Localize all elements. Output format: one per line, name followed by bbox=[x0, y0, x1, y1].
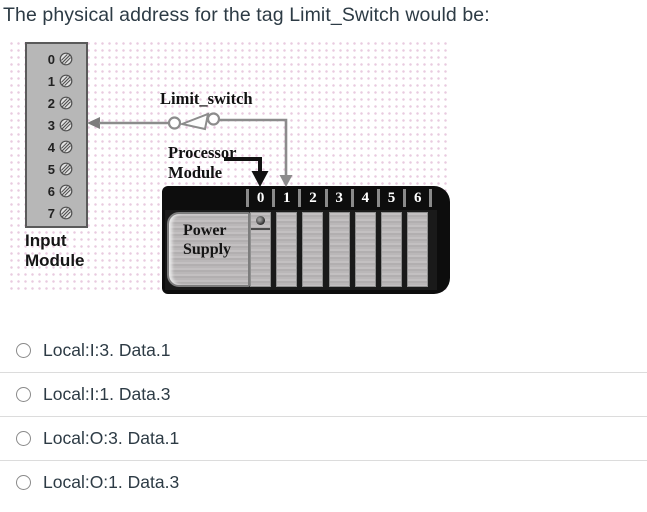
answer-options: Local:I:3. Data.1 Local:I:1. Data.3 Loca… bbox=[0, 329, 647, 504]
chassis-body: Power Supply bbox=[165, 210, 437, 290]
arrow-left-icon bbox=[87, 117, 100, 129]
question-title: The physical address for the tag Limit_S… bbox=[3, 4, 490, 26]
module-slot bbox=[328, 212, 350, 287]
option-label[interactable]: Local:O:3. Data.1 bbox=[43, 428, 180, 448]
plc-address-diagram: 0 1 2 bbox=[8, 40, 450, 294]
slot-number: 0 bbox=[249, 189, 276, 207]
answer-option[interactable]: Local:I:3. Data.1 bbox=[0, 329, 647, 373]
terminal-number: 6 bbox=[47, 183, 55, 199]
input-module-label: Input Module bbox=[25, 231, 85, 271]
terminal-list: 0 1 2 bbox=[27, 48, 86, 224]
screw-terminal-icon bbox=[59, 162, 73, 176]
radio-button[interactable] bbox=[16, 387, 31, 402]
power-supply-label-line2: Supply bbox=[183, 241, 232, 258]
input-module: 0 1 2 bbox=[25, 42, 88, 228]
terminal-row: 5 bbox=[27, 158, 86, 180]
terminal-row: 3 bbox=[27, 114, 86, 136]
limit-switch-symbol bbox=[167, 112, 221, 131]
answer-option[interactable]: Local:O:3. Data.1 bbox=[0, 417, 647, 461]
module-slot bbox=[276, 212, 298, 287]
screw-terminal-icon bbox=[59, 184, 73, 198]
terminal-row: 1 bbox=[27, 70, 86, 92]
limit-switch-label: Limit_switch bbox=[160, 89, 253, 108]
terminal-number: 1 bbox=[47, 73, 55, 89]
terminal-number: 0 bbox=[47, 51, 55, 67]
module-slot bbox=[302, 212, 324, 287]
keyswitch-icon bbox=[256, 216, 265, 225]
module-slot bbox=[380, 212, 402, 287]
terminal-row: 7 bbox=[27, 202, 86, 224]
processor-module-label: Processor Module bbox=[168, 143, 236, 183]
option-label[interactable]: Local:I:1. Data.3 bbox=[43, 384, 171, 404]
slot-number: 4 bbox=[354, 189, 380, 207]
radio-button[interactable] bbox=[16, 475, 31, 490]
processor-label-line2: Module bbox=[168, 163, 223, 182]
option-label[interactable]: Local:O:1. Data.3 bbox=[43, 472, 180, 492]
terminal-row: 4 bbox=[27, 136, 86, 158]
module-slot bbox=[354, 212, 376, 287]
slot-number: 2 bbox=[301, 189, 328, 207]
slot-number: 3 bbox=[328, 189, 354, 207]
terminal-row: 0 bbox=[27, 48, 86, 70]
terminal-number: 3 bbox=[47, 117, 55, 133]
arrow-down-black-icon bbox=[251, 171, 269, 187]
screw-terminal-icon bbox=[59, 96, 73, 110]
slot-bars bbox=[250, 212, 429, 287]
slot-number: 5 bbox=[380, 189, 407, 207]
terminal-number: 7 bbox=[47, 205, 55, 221]
terminal-row: 2 bbox=[27, 92, 86, 114]
terminal-number: 4 bbox=[47, 139, 55, 155]
radio-button[interactable] bbox=[16, 343, 31, 358]
input-module-label-line1: Input bbox=[25, 231, 67, 250]
screw-terminal-icon bbox=[59, 74, 73, 88]
slot-number: 6 bbox=[406, 189, 433, 207]
module-slot bbox=[407, 212, 429, 287]
terminal-number: 2 bbox=[47, 95, 55, 111]
terminal-row: 6 bbox=[27, 180, 86, 202]
module-slot bbox=[250, 212, 271, 287]
answer-option[interactable]: Local:O:1. Data.3 bbox=[0, 461, 647, 504]
input-module-label-line2: Module bbox=[25, 251, 85, 270]
screw-terminal-icon bbox=[59, 52, 73, 66]
radio-button[interactable] bbox=[16, 431, 31, 446]
processor-label-line1: Processor bbox=[168, 143, 237, 162]
power-supply: Power Supply bbox=[167, 212, 250, 287]
keyswitch-panel bbox=[251, 213, 270, 230]
option-label[interactable]: Local:I:3. Data.1 bbox=[43, 340, 171, 360]
screw-terminal-icon bbox=[59, 140, 73, 154]
slot-number: 1 bbox=[275, 189, 302, 207]
screw-terminal-icon bbox=[59, 118, 73, 132]
answer-option[interactable]: Local:I:1. Data.3 bbox=[0, 373, 647, 417]
power-supply-label-line1: Power bbox=[183, 222, 227, 239]
terminal-number: 5 bbox=[47, 161, 55, 177]
screw-terminal-icon bbox=[59, 206, 73, 220]
